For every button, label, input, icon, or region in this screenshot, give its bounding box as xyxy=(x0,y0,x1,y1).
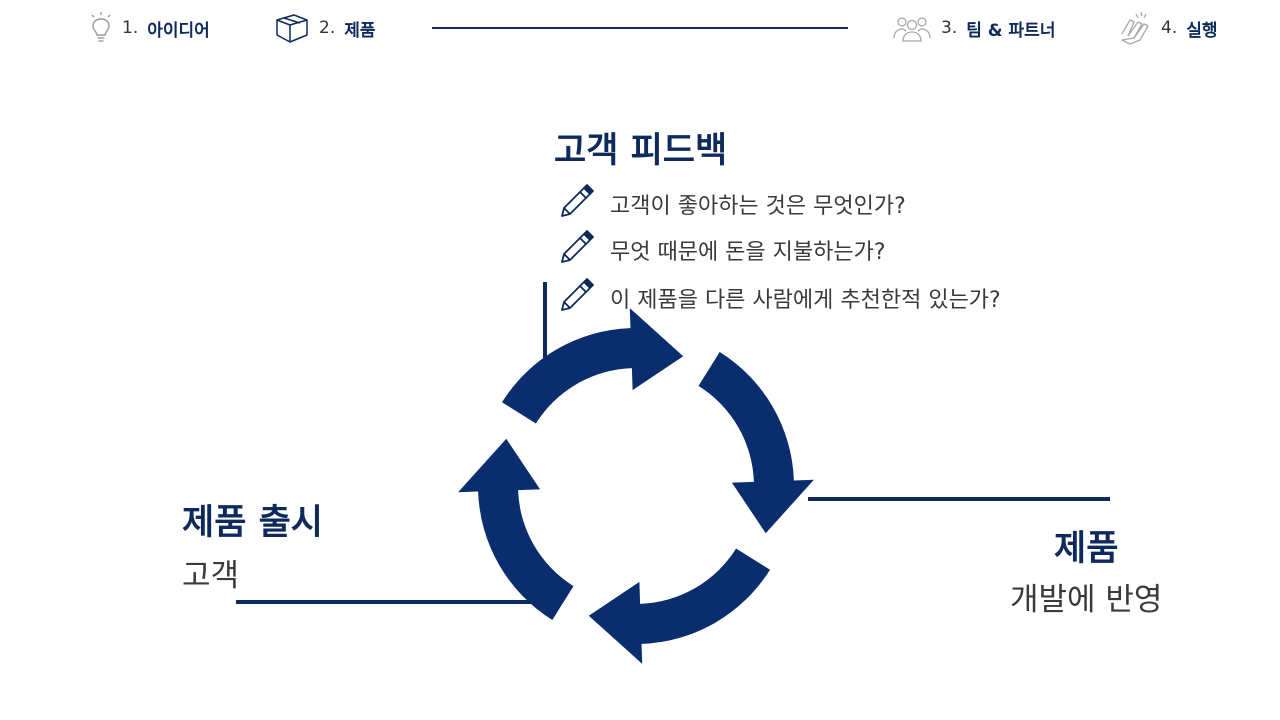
team-icon xyxy=(892,13,932,43)
nav-step-product[interactable]: 2. 제품 xyxy=(274,8,376,48)
nav-step-label: 제품 xyxy=(344,20,376,41)
product-title: 제품 xyxy=(1054,529,1119,569)
feedback-question-item: 고객이 좋아하는 것은 무엇인가? xyxy=(556,182,906,226)
feedback-question-text: 고객이 좋아하는 것은 무엇인가? xyxy=(610,194,906,219)
handshake-icon xyxy=(1118,10,1152,46)
feedback-question-item: 이 제품을 다른 사람에게 추천한적 있는가? xyxy=(556,276,1001,320)
pen-icon xyxy=(556,276,596,320)
box-icon xyxy=(274,12,310,44)
cycle-arrow-1 xyxy=(502,308,684,424)
lightbulb-icon xyxy=(89,11,113,45)
cycle-arrow-4 xyxy=(458,438,574,620)
cycle-arrow-3 xyxy=(588,548,770,664)
connector-line-launch xyxy=(236,600,536,604)
connector-line-product xyxy=(808,497,1110,501)
nav-step-number: 2. xyxy=(319,18,336,38)
product-subtitle: 개발에 반영 xyxy=(1010,582,1163,618)
feedback-question-text: 이 제품을 다른 사람에게 추천한적 있는가? xyxy=(610,288,1001,313)
nav-step-number: 4. xyxy=(1161,18,1178,38)
pen-icon xyxy=(556,228,596,272)
nav-step-number: 1. xyxy=(122,18,139,38)
nav-step-number: 3. xyxy=(941,18,958,38)
launch-subtitle: 고객 xyxy=(182,558,240,594)
nav-step-label: 실행 xyxy=(1186,20,1218,41)
nav-step-team[interactable]: 3. 팀 & 파트너 xyxy=(892,8,1055,48)
pen-icon xyxy=(556,182,596,226)
nav-step-idea[interactable]: 1. 아이디어 xyxy=(89,8,210,48)
cycle-arrow-2 xyxy=(698,352,814,534)
feedback-question-item: 무엇 때문에 돈을 지불하는가? xyxy=(556,228,886,272)
nav-progress-line xyxy=(432,27,848,29)
nav-step-label: 아이디어 xyxy=(147,20,210,41)
nav-step-execution[interactable]: 4. 실행 xyxy=(1118,8,1218,48)
connector-line-feedback xyxy=(543,282,547,360)
feedback-title: 고객 피드백 xyxy=(554,131,728,171)
feedback-question-text: 무엇 때문에 돈을 지불하는가? xyxy=(610,240,886,265)
launch-title: 제품 출시 xyxy=(182,503,323,543)
nav-step-label: 팀 & 파트너 xyxy=(966,20,1056,41)
